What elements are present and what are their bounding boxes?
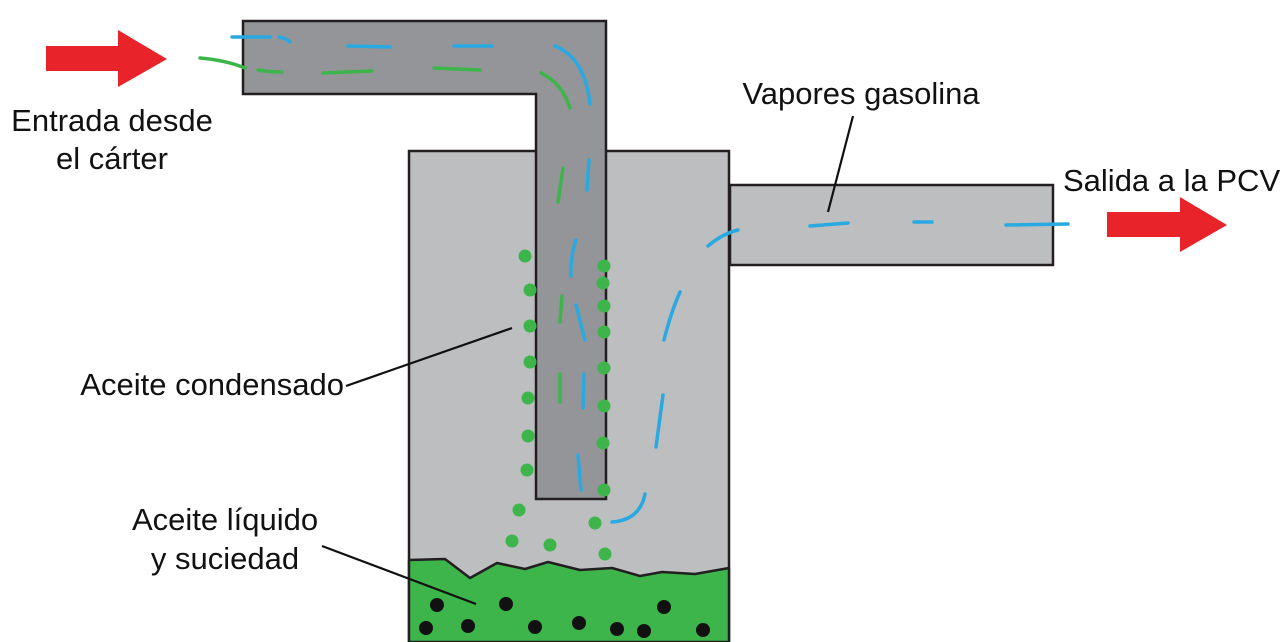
dirt-particles [419,597,710,638]
oil-droplet [598,547,612,561]
oil-droplet [521,429,535,443]
inlet-pipe [241,19,608,501]
outlet-arrow-icon [1107,197,1227,252]
vapors-label: Vapores gasolina [742,76,980,111]
oil-droplet [543,538,557,552]
oil-droplet [597,361,611,375]
dirt-particle [430,598,444,612]
oil-droplet [588,516,602,530]
inlet-arrow-icon [46,30,167,87]
liquid-oil-label-line2: y suciedad [151,541,299,576]
vapors-leader-line [826,115,855,213]
dirt-particle [419,621,433,635]
dirt-particle [657,600,671,614]
oil-droplet [523,319,537,333]
oil-droplet [520,463,534,477]
condensed-oil-droplets [505,249,612,561]
condensed-oil-leader-line [345,326,513,388]
oil-droplet [597,299,611,313]
oil-droplet [597,325,611,339]
oil-droplet [512,503,526,517]
dirt-particle [696,623,710,637]
inlet-label-line1: Entrada desde [11,103,213,138]
dirt-particle [499,597,513,611]
vapor-flow-lines [230,35,1070,524]
liquid-oil-leader-line [321,544,477,606]
liquid-oil-pool [407,557,731,642]
dirt-particle [572,616,586,630]
condensed-oil-label: Aceite condensado [80,367,344,402]
dirt-particle [528,620,542,634]
oil-droplet [596,276,610,290]
oil-droplet [521,391,535,405]
oil-droplet [523,283,537,297]
oil-flow-lines [198,56,572,404]
outlet-pipe [728,183,1055,267]
oil-droplet [596,436,610,450]
oil-droplet [597,483,611,497]
dirt-particle [637,624,651,638]
oil-droplet [597,259,611,273]
outlet-label: Salida a la PCV [1063,163,1280,198]
oil-droplet [505,534,519,548]
oil-droplet [597,399,611,413]
inlet-label-line2: el cárter [56,141,168,176]
oil-droplet [518,249,532,263]
dirt-particle [461,619,475,633]
oil-droplet [523,355,537,369]
dirt-particle [610,622,624,636]
liquid-oil-label-line1: Aceite líquido [132,502,318,537]
